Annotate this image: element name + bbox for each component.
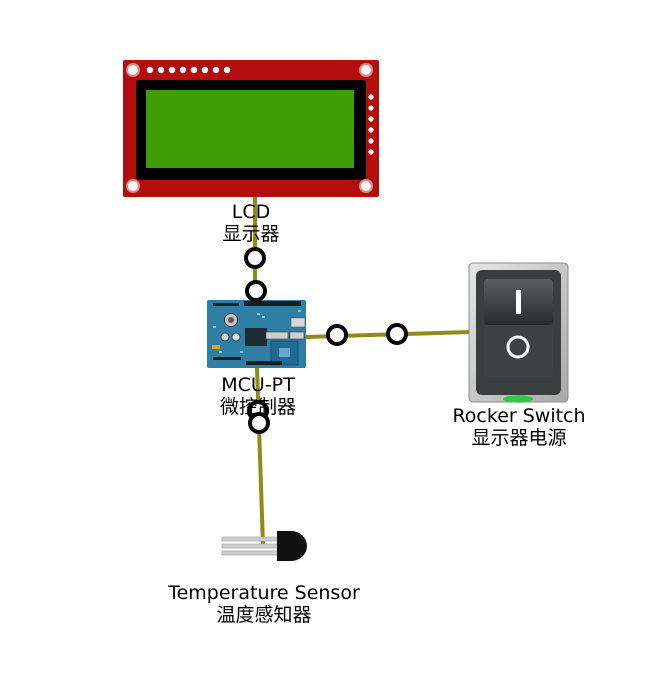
switch-name: Rocker Switch	[452, 405, 586, 427]
lcd-subtitle: 显示器	[222, 223, 280, 245]
sensor-name: Temperature Sensor	[168, 582, 360, 604]
wire-mcu-sensor[interactable]	[255, 367, 265, 546]
connector-ring[interactable]	[248, 412, 270, 434]
wires	[253, 196, 471, 546]
connector-ring[interactable]	[326, 324, 348, 346]
switch-on-mark	[516, 290, 521, 314]
switch-label: Rocker Switch 显示器电源	[452, 405, 585, 449]
connector-ring[interactable]	[245, 280, 267, 302]
sensor-label: Temperature Sensor 温度感知器	[168, 582, 360, 626]
lcd-display[interactable]	[123, 60, 379, 197]
mcu-name: MCU-PT	[221, 374, 295, 396]
mcu-label: MCU-PT 微控制器	[220, 374, 296, 418]
connector-ring[interactable]	[244, 247, 266, 269]
switch-subtitle: 显示器电源	[471, 427, 567, 449]
rocker-switch[interactable]	[468, 262, 569, 403]
connector-ring[interactable]	[386, 323, 408, 345]
switch-off-mark	[506, 335, 530, 359]
connectors	[244, 247, 408, 434]
sensor-subtitle: 温度感知器	[216, 604, 312, 626]
mcu-board[interactable]	[207, 300, 306, 368]
lcd-label: LCD 显示器	[222, 201, 279, 245]
temperature-sensor[interactable]	[221, 531, 307, 561]
mcu-subtitle: 微控制器	[219, 396, 297, 418]
switch-led	[503, 395, 533, 403]
lcd-name: LCD	[231, 201, 271, 223]
